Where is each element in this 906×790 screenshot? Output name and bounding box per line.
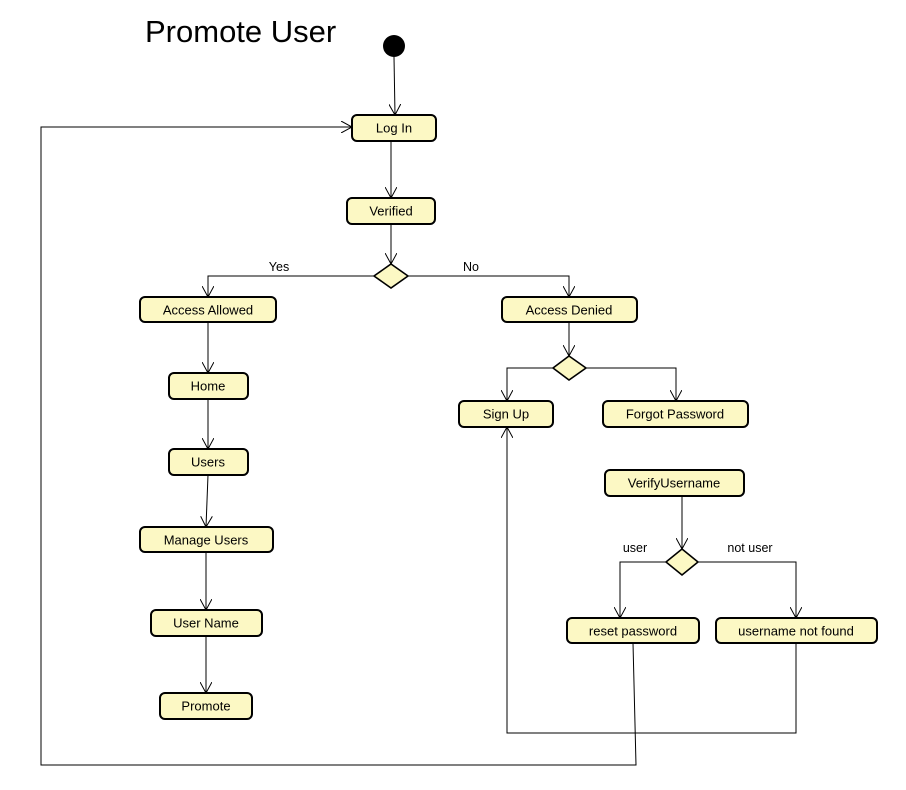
node-users bbox=[168, 448, 249, 476]
edge-label-not-user: not user bbox=[727, 541, 772, 555]
edge-decision-signup bbox=[507, 367, 553, 401]
label-manage-users: Manage Users bbox=[164, 533, 249, 548]
node-forgot-password bbox=[602, 400, 749, 428]
decision-diamond-verified bbox=[372, 263, 410, 289]
decision-diamond-username bbox=[664, 547, 700, 577]
diagram-title: Promote User bbox=[145, 14, 337, 49]
edge-start-login bbox=[394, 56, 395, 115]
edge-users-manage bbox=[206, 474, 208, 527]
label-reset-password: reset password bbox=[589, 624, 677, 639]
edge-decision-forgot bbox=[586, 367, 676, 401]
node-login bbox=[351, 114, 437, 142]
node-sign-up bbox=[458, 400, 554, 428]
label-verified: Verified bbox=[369, 204, 412, 219]
node-verified bbox=[346, 197, 436, 225]
edge-yes-access-allowed bbox=[208, 275, 374, 297]
edge-label-yes: Yes bbox=[269, 260, 289, 274]
node-home bbox=[168, 372, 249, 400]
label-user-name: User Name bbox=[173, 616, 239, 631]
node-reset-password bbox=[566, 617, 700, 644]
start-node bbox=[383, 35, 405, 57]
node-promote bbox=[159, 692, 253, 720]
label-username-not-found: username not found bbox=[738, 624, 854, 639]
label-sign-up: Sign Up bbox=[483, 407, 529, 422]
label-promote: Promote bbox=[181, 699, 230, 714]
edge-no-access-denied bbox=[408, 275, 569, 297]
label-home: Home bbox=[191, 379, 226, 394]
node-access-denied bbox=[501, 296, 638, 323]
node-user-name bbox=[150, 609, 263, 637]
edge-label-no: No bbox=[463, 260, 479, 274]
edge-notfound-signup bbox=[507, 427, 797, 734]
edge-label-user: user bbox=[623, 541, 647, 555]
decision-diamond-denied bbox=[551, 355, 588, 381]
edge-notuser-notfound bbox=[698, 561, 796, 618]
node-manage-users bbox=[139, 526, 274, 553]
node-verify-username bbox=[604, 469, 745, 497]
edge-reset-login bbox=[40, 127, 637, 766]
label-forgot-password: Forgot Password bbox=[626, 407, 724, 422]
node-username-not-found bbox=[715, 617, 878, 644]
label-login: Log In bbox=[376, 121, 412, 136]
label-users: Users bbox=[191, 455, 225, 470]
node-access-allowed bbox=[139, 296, 277, 323]
label-access-allowed: Access Allowed bbox=[163, 303, 253, 318]
label-verify-username: VerifyUsername bbox=[628, 476, 720, 491]
label-access-denied: Access Denied bbox=[526, 303, 613, 318]
edge-user-reset bbox=[620, 561, 666, 618]
